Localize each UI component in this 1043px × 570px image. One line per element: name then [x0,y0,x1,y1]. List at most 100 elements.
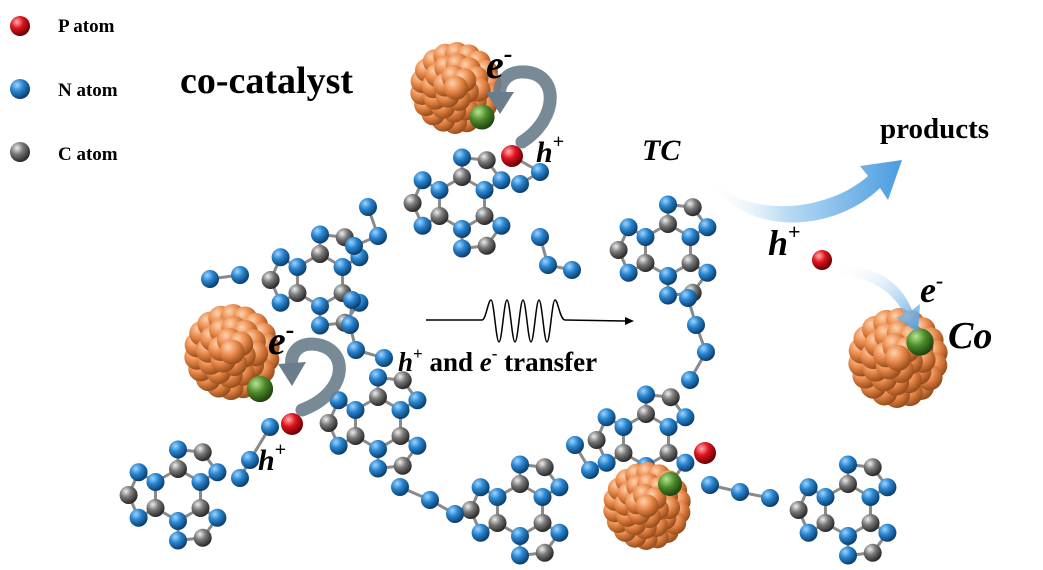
carbon-atom [319,414,338,432]
electron-label-right: e- [920,268,943,310]
carbon-atom [475,207,494,225]
phosphorus-atom [281,413,303,435]
carbon-atom [535,458,554,477]
nitrogen-atom [581,461,599,479]
nitrogen-atom [231,266,249,284]
legend-p-atom-icon [10,16,30,36]
carbon-atom [488,514,507,532]
nitrogen-atom [369,368,387,387]
curved-arrow-top [493,65,557,149]
phosphorus-atom [694,442,716,464]
phosphorus-atom [501,145,523,167]
electron-label-top: e- [486,39,512,87]
carbon-atom [839,475,857,493]
cobalt-active-site [469,104,495,130]
carbon-atom [453,168,471,186]
products-label: products [880,113,989,145]
carbon-atom [430,207,449,225]
nitrogen-atom [878,478,897,497]
nitrogen-atom [659,195,677,214]
nitrogen-atom [566,436,584,454]
nitrogen-atom [839,527,857,545]
carbon-atom [391,427,410,445]
nitrogen-atom [375,349,393,367]
nitrogen-atom [471,523,490,542]
carbon-atom [193,443,212,462]
nitrogen-atom [261,418,279,436]
nitrogen-atom [446,505,464,523]
nitrogen-atom [619,263,638,282]
carbon-atom [477,236,496,255]
legend-c-atom-label: C atom [58,144,118,165]
framework-atoms [119,145,897,565]
carbon-atom [261,271,280,289]
nitrogen-atom [413,171,432,190]
nitrogen-atom [731,483,749,501]
nitrogen-atom [408,436,427,455]
nitrogen-atom [369,440,387,458]
cobalt-sphere [444,76,468,100]
carbon-atom [609,241,628,259]
carbon-atom [661,388,680,407]
nitrogen-atom [698,218,717,237]
nitrogen-atom [413,216,432,235]
carbon-atom [393,456,412,475]
nitrogen-atom [329,436,348,455]
curved-arrow-left-head [278,362,306,386]
nitrogen-atom [539,256,557,274]
carbon-atom [683,198,702,217]
nitrogen-atom [347,341,365,359]
carbon-atom [863,458,882,477]
nitrogen-atom [430,181,449,199]
nitrogen-atom [636,228,655,246]
hole-label-top: h+ [536,131,564,169]
nitrogen-atom [231,469,249,487]
nitrogen-atom [511,455,529,474]
nitrogen-atom [550,523,569,542]
legend-p-atom-label: P atom [58,16,115,37]
legend-n-atom-icon [10,79,30,99]
nitrogen-atom [511,546,529,565]
cocatalyst-particle-left [184,303,280,403]
nitrogen-atom [861,488,880,506]
nitrogen-atom [453,148,471,167]
nitrogen-atom [146,473,165,491]
nitrogen-atom [697,343,715,361]
hole-to-co-arrow [836,266,920,332]
nitrogen-atom [531,163,549,181]
nitrogen-atom [408,391,427,410]
hole-label-right: h+ [768,219,801,263]
carbon-atom [861,514,880,532]
curved-arrow-top-head [486,92,514,114]
nitrogen-atom [201,270,219,288]
nitrogen-atom [311,316,329,335]
tc-to-products-arrow [706,160,902,223]
cobalt-sphere [219,339,245,365]
carbon-atom [614,444,633,462]
nitrogen-atom [129,508,148,527]
nitrogen-atom [271,248,290,267]
carbon-atom [461,501,480,519]
nitrogen-atom [701,476,719,494]
nitrogen-atom [687,316,705,334]
nitrogen-atom [511,527,529,545]
nitrogen-atom [533,488,552,506]
carbon-atom [311,245,329,263]
nitrogen-atom [676,453,695,472]
nitrogen-atom [839,546,857,565]
nitrogen-atom [453,220,471,238]
nitrogen-atom [271,293,290,312]
nitrogen-atom [391,478,409,496]
nitrogen-atom [208,508,227,527]
cocatalyst-particle-bottom [603,461,691,551]
legend: P atom N atom C atom [10,16,118,165]
nitrogen-atom [421,491,439,509]
nitrogen-atom [345,237,363,255]
nitrogen-atom [619,218,638,237]
cobalt-sphere [635,494,659,518]
nitrogen-atom [288,258,307,276]
nitrogen-atom [550,478,569,497]
carbon-atom [193,528,212,547]
nitrogen-atom [761,489,779,507]
